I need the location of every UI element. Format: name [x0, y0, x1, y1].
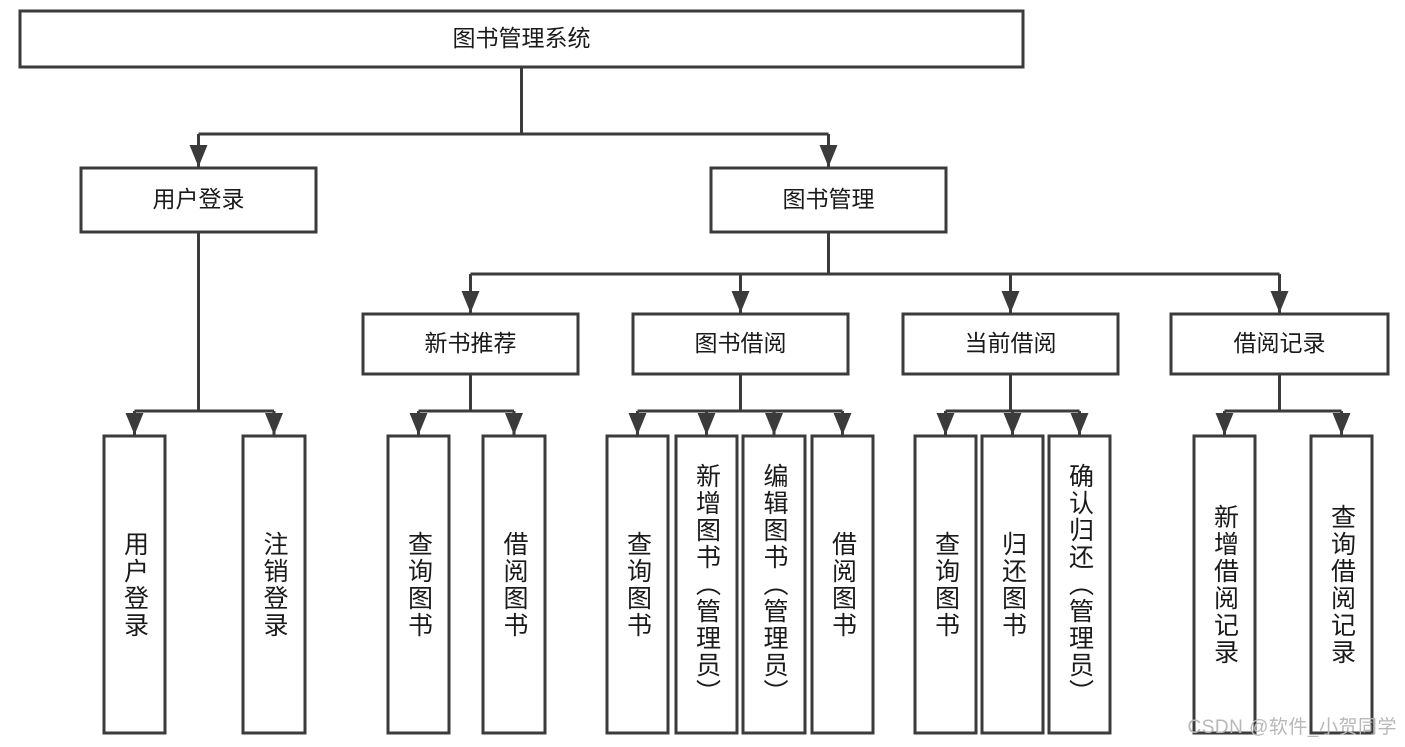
- connector-arrowhead: [833, 413, 852, 435]
- connector-arrowhead: [628, 413, 647, 435]
- node-box-borrow-record[interactable]: [1169, 312, 1390, 376]
- node-box-leaf-query-book-2[interactable]: [605, 434, 670, 735]
- connector-arrowhead: [1070, 413, 1089, 435]
- node-box-leaf-borrow-book-2[interactable]: [810, 434, 875, 735]
- connector-arrowhead: [461, 291, 480, 313]
- connector-arrowhead: [265, 413, 283, 435]
- connector-arrowhead: [1215, 413, 1234, 435]
- node-label-user-login: 用户登录: [153, 186, 245, 212]
- node-box-leaf-query-book-1[interactable]: [386, 434, 451, 735]
- connector-arrowhead: [697, 413, 716, 435]
- connector-arrowhead: [189, 145, 208, 167]
- node-label-undefined: 图书管理系统: [453, 25, 591, 51]
- connector-arrowhead: [409, 413, 428, 435]
- csdn-watermark: CSDN @软件_小贺同学: [1187, 717, 1397, 738]
- node-label-current-borrow: 当前借阅: [965, 330, 1057, 356]
- connector-arrowhead: [1003, 413, 1022, 435]
- connector-arrowhead: [1332, 413, 1351, 435]
- node-box-leaf-add-record[interactable]: [1192, 434, 1257, 735]
- node-label-book-borrow: 图书借阅: [695, 330, 787, 356]
- node-box-new-book-recommend[interactable]: [361, 312, 580, 376]
- boxes-layer: [18, 9, 1390, 735]
- connector-arrowhead: [731, 291, 750, 313]
- node-box-user-login[interactable]: [79, 166, 318, 234]
- node-box-leaf-query-record[interactable]: [1309, 434, 1374, 735]
- connector-arrowhead: [936, 413, 955, 435]
- node-box-undefined[interactable]: [18, 9, 1025, 69]
- node-label-book-manage: 图书管理: [783, 186, 875, 212]
- node-box-leaf-add-book[interactable]: [674, 434, 739, 735]
- node-label-borrow-record: 借阅记录: [1234, 330, 1326, 356]
- node-box-leaf-user-login[interactable]: [102, 434, 167, 735]
- node-box-leaf-edit-book[interactable]: [741, 434, 807, 735]
- connector-arrowhead: [1001, 291, 1020, 313]
- node-box-leaf-return-book[interactable]: [980, 434, 1045, 735]
- connector-arrowhead: [505, 413, 523, 435]
- node-box-current-borrow[interactable]: [901, 312, 1120, 376]
- node-box-book-borrow[interactable]: [631, 312, 850, 376]
- node-box-leaf-query-book-3[interactable]: [913, 434, 978, 735]
- connector-arrowhead: [819, 145, 838, 167]
- connectors-layer: [125, 67, 1351, 435]
- connector-arrowhead: [765, 413, 783, 435]
- node-box-leaf-borrow-book-1[interactable]: [481, 434, 547, 735]
- node-box-leaf-confirm-return[interactable]: [1047, 434, 1112, 735]
- node-box-leaf-logout[interactable]: [241, 434, 307, 735]
- connector-arrowhead: [125, 413, 144, 435]
- node-label-new-book-recommend: 新书推荐: [425, 330, 517, 356]
- node-box-book-manage[interactable]: [709, 166, 948, 234]
- connector-arrowhead: [1270, 291, 1289, 313]
